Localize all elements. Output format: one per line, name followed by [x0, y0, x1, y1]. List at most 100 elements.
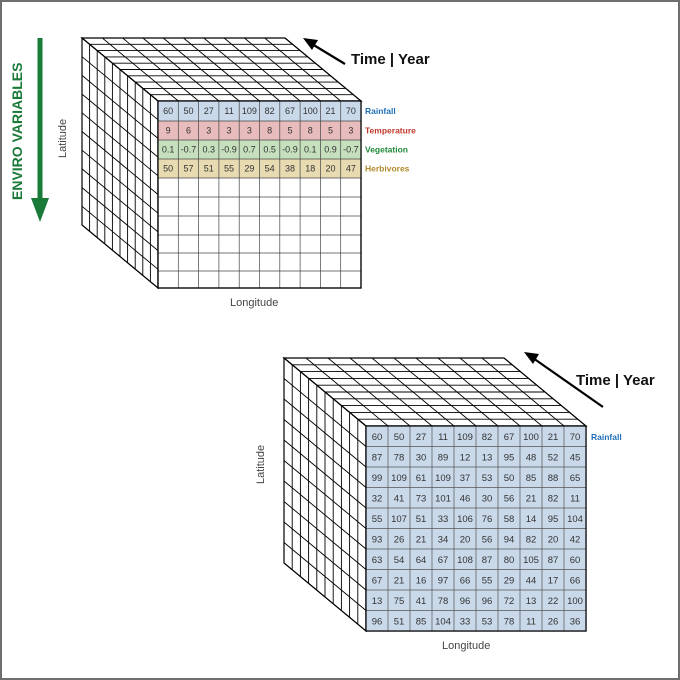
- top-cube-cell: 5: [328, 126, 333, 136]
- bottom-cube-cell: 100: [523, 432, 539, 443]
- bottom-cube-cell: 66: [570, 575, 581, 586]
- top-cube-cell: 50: [163, 164, 173, 174]
- bottom-cube-cell: 32: [372, 493, 383, 504]
- bottom-cube-cell: 26: [394, 534, 405, 545]
- top-cube-cell: 54: [265, 164, 275, 174]
- bottom-cube-cell: 20: [548, 534, 559, 545]
- bottom-cube-cell: 44: [526, 575, 537, 586]
- bottom-cube-cell: 109: [435, 473, 451, 484]
- top-cube-cell: 11: [224, 106, 233, 116]
- top-cube-cell: 3: [206, 126, 211, 136]
- top-cube-cell: 8: [308, 126, 313, 136]
- bottom-cube-cell: 11: [570, 493, 580, 504]
- bottom-cube-cell: 96: [372, 616, 383, 627]
- top-cube-cell: 57: [183, 164, 193, 174]
- bottom-cube-cell: 12: [460, 452, 471, 463]
- bottom-cube-cell: 67: [438, 555, 449, 566]
- bottom-cube-cell: 88: [548, 473, 559, 484]
- bottom-cube-cell: 14: [526, 514, 537, 525]
- bottom-cube-cell: 109: [457, 432, 473, 443]
- top-cube-cell: -0.7: [343, 145, 359, 155]
- top-cube-cell: 29: [244, 164, 254, 174]
- bottom-cube-cell: 105: [523, 555, 539, 566]
- bottom-cube-cell: 100: [567, 596, 583, 607]
- top-row-label-herbivores: Herbivores: [365, 164, 410, 174]
- enviro-variables-label: ENVIRO VARIABLES: [9, 63, 25, 200]
- top-latitude-label: Latitude: [57, 119, 69, 158]
- bottom-time-arrow: [524, 352, 604, 408]
- top-longitude-label: Longitude: [230, 297, 278, 309]
- top-cube-cell: 20: [326, 164, 336, 174]
- bottom-cube-cell: 87: [372, 452, 383, 463]
- bottom-cube-cell: 21: [548, 432, 559, 443]
- bottom-cube-cell: 72: [504, 596, 515, 607]
- bottom-cube-cell: 53: [482, 473, 493, 484]
- top-cube-cell: 9: [166, 126, 171, 136]
- bottom-cube-cell: 95: [504, 452, 515, 463]
- bottom-cube-cell: 64: [416, 555, 427, 566]
- top-cube-cell: 0.9: [324, 145, 337, 155]
- bottom-cube-cell: 17: [548, 575, 559, 586]
- bottom-cube-cell: 58: [504, 514, 515, 525]
- bottom-cube-cell: 42: [570, 534, 581, 545]
- bottom-cube-cell: 22: [548, 596, 559, 607]
- bottom-cube-cell: 65: [570, 473, 581, 484]
- bottom-cube-cell: 11: [526, 616, 536, 627]
- bottom-row-label-rainfall: Rainfall: [591, 432, 622, 442]
- bottom-cube-cell: 87: [482, 555, 493, 566]
- bottom-cube-cell: 107: [391, 514, 407, 525]
- top-cube-cell: 38: [285, 164, 295, 174]
- top-cube-cell: 60: [163, 106, 173, 116]
- top-time-year-label: Time | Year: [351, 51, 430, 68]
- bottom-cube-cell: 56: [504, 493, 515, 504]
- bottom-cube-cell: 16: [416, 575, 427, 586]
- bottom-cube-cell: 97: [438, 575, 449, 586]
- bottom-cube-cell: 46: [460, 493, 471, 504]
- bottom-cube-cell: 73: [416, 493, 427, 504]
- bottom-cube-cell: 70: [570, 432, 581, 443]
- bottom-cube-cell: 53: [482, 616, 493, 627]
- bottom-cube-cell: 99: [372, 473, 383, 484]
- top-row-label-rainfall: Rainfall: [365, 106, 396, 116]
- top-cube-cell: 109: [242, 106, 257, 116]
- bottom-cube-cell: 54: [394, 555, 405, 566]
- bottom-cube-cell: 63: [372, 555, 383, 566]
- bottom-cube-cell: 13: [372, 596, 383, 607]
- bottom-cube-cell: 34: [438, 534, 449, 545]
- bottom-cube-cell: 78: [394, 452, 405, 463]
- bottom-cube-cell: 82: [482, 432, 493, 443]
- top-cube-cell: -0.9: [221, 145, 237, 155]
- bottom-cube-cell: 96: [460, 596, 471, 607]
- top-row-label-temperature: Temperature: [365, 126, 416, 136]
- bottom-cube-cell: 75: [394, 596, 405, 607]
- top-cube-cell: 0.1: [162, 145, 175, 155]
- bottom-cube-cell: 104: [567, 514, 583, 525]
- top-cube-cell: 55: [224, 164, 234, 174]
- bottom-cube-cell: 55: [482, 575, 493, 586]
- bottom-cube-cell: 60: [570, 555, 581, 566]
- bottom-cube-cell: 56: [482, 534, 493, 545]
- top-time-arrow: [303, 38, 346, 65]
- bottom-cube-cell: 87: [548, 555, 559, 566]
- bottom-cube-cell: 26: [548, 616, 559, 627]
- bottom-cube-cell: 55: [372, 514, 383, 525]
- bottom-cube-cell: 80: [504, 555, 515, 566]
- bottom-cube-cell: 67: [504, 432, 515, 443]
- bottom-cube-cell: 60: [372, 432, 383, 443]
- bottom-cube-cell: 41: [394, 493, 405, 504]
- top-cube-cell: 3: [247, 126, 252, 136]
- bottom-cube-cell: 51: [394, 616, 405, 627]
- bottom-cube-cell: 109: [391, 473, 407, 484]
- bottom-longitude-label: Longitude: [442, 640, 490, 652]
- enviro-arrow: [31, 38, 49, 222]
- top-cube-cell: 0.3: [202, 145, 215, 155]
- bottom-cube-cell: 36: [570, 616, 581, 627]
- bottom-cube-cell: 85: [416, 616, 427, 627]
- top-cube-cell: 82: [265, 106, 275, 116]
- bottom-cube-cell: 89: [438, 452, 449, 463]
- bottom-cube-cell: 106: [457, 514, 473, 525]
- bottom-latitude-label: Latitude: [255, 445, 267, 484]
- top-cube-cell: 0.7: [243, 145, 256, 155]
- bottom-cube-cell: 104: [435, 616, 451, 627]
